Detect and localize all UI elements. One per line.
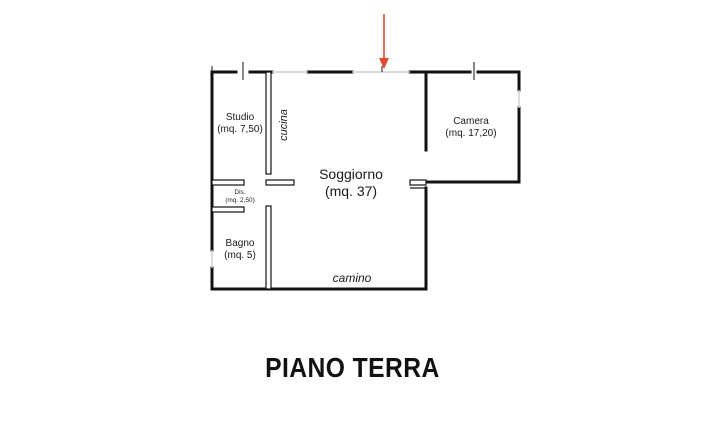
- entrance-arrow: [379, 14, 389, 69]
- camera-wall-stub: [409, 179, 427, 186]
- windows: [211, 71, 520, 268]
- soggiorno-wall-stub: [265, 179, 295, 186]
- soggiorno-area: (mq. 37): [325, 183, 377, 199]
- camera-name: Camera: [453, 116, 489, 127]
- soggiorno-name: Soggiorno: [319, 166, 383, 182]
- cucina-wall-lower: [265, 205, 272, 290]
- interior-walls: [211, 71, 427, 290]
- dis-wall-top: [211, 179, 245, 186]
- outer-walls: [210, 70, 521, 291]
- cucina-label: cucina: [278, 109, 290, 141]
- camera-area: (mq. 17,20): [445, 128, 496, 139]
- floor-title: PIANO TERRA: [265, 352, 440, 383]
- bagno-name: Bagno: [226, 238, 255, 249]
- dis-area: (mq. 2,50): [225, 197, 255, 204]
- cucina-wall-upper: [265, 71, 272, 175]
- bagno-area: (mq. 5): [224, 250, 256, 261]
- arrow-head: [379, 58, 389, 69]
- wall-ticks: [211, 62, 475, 80]
- dis-wall-bottom: [211, 206, 245, 213]
- studio-name: Studio: [226, 112, 255, 123]
- camino-label: camino: [333, 271, 372, 285]
- studio-area: (mq. 7,50): [217, 124, 263, 135]
- dis-name: Dis.: [234, 189, 245, 196]
